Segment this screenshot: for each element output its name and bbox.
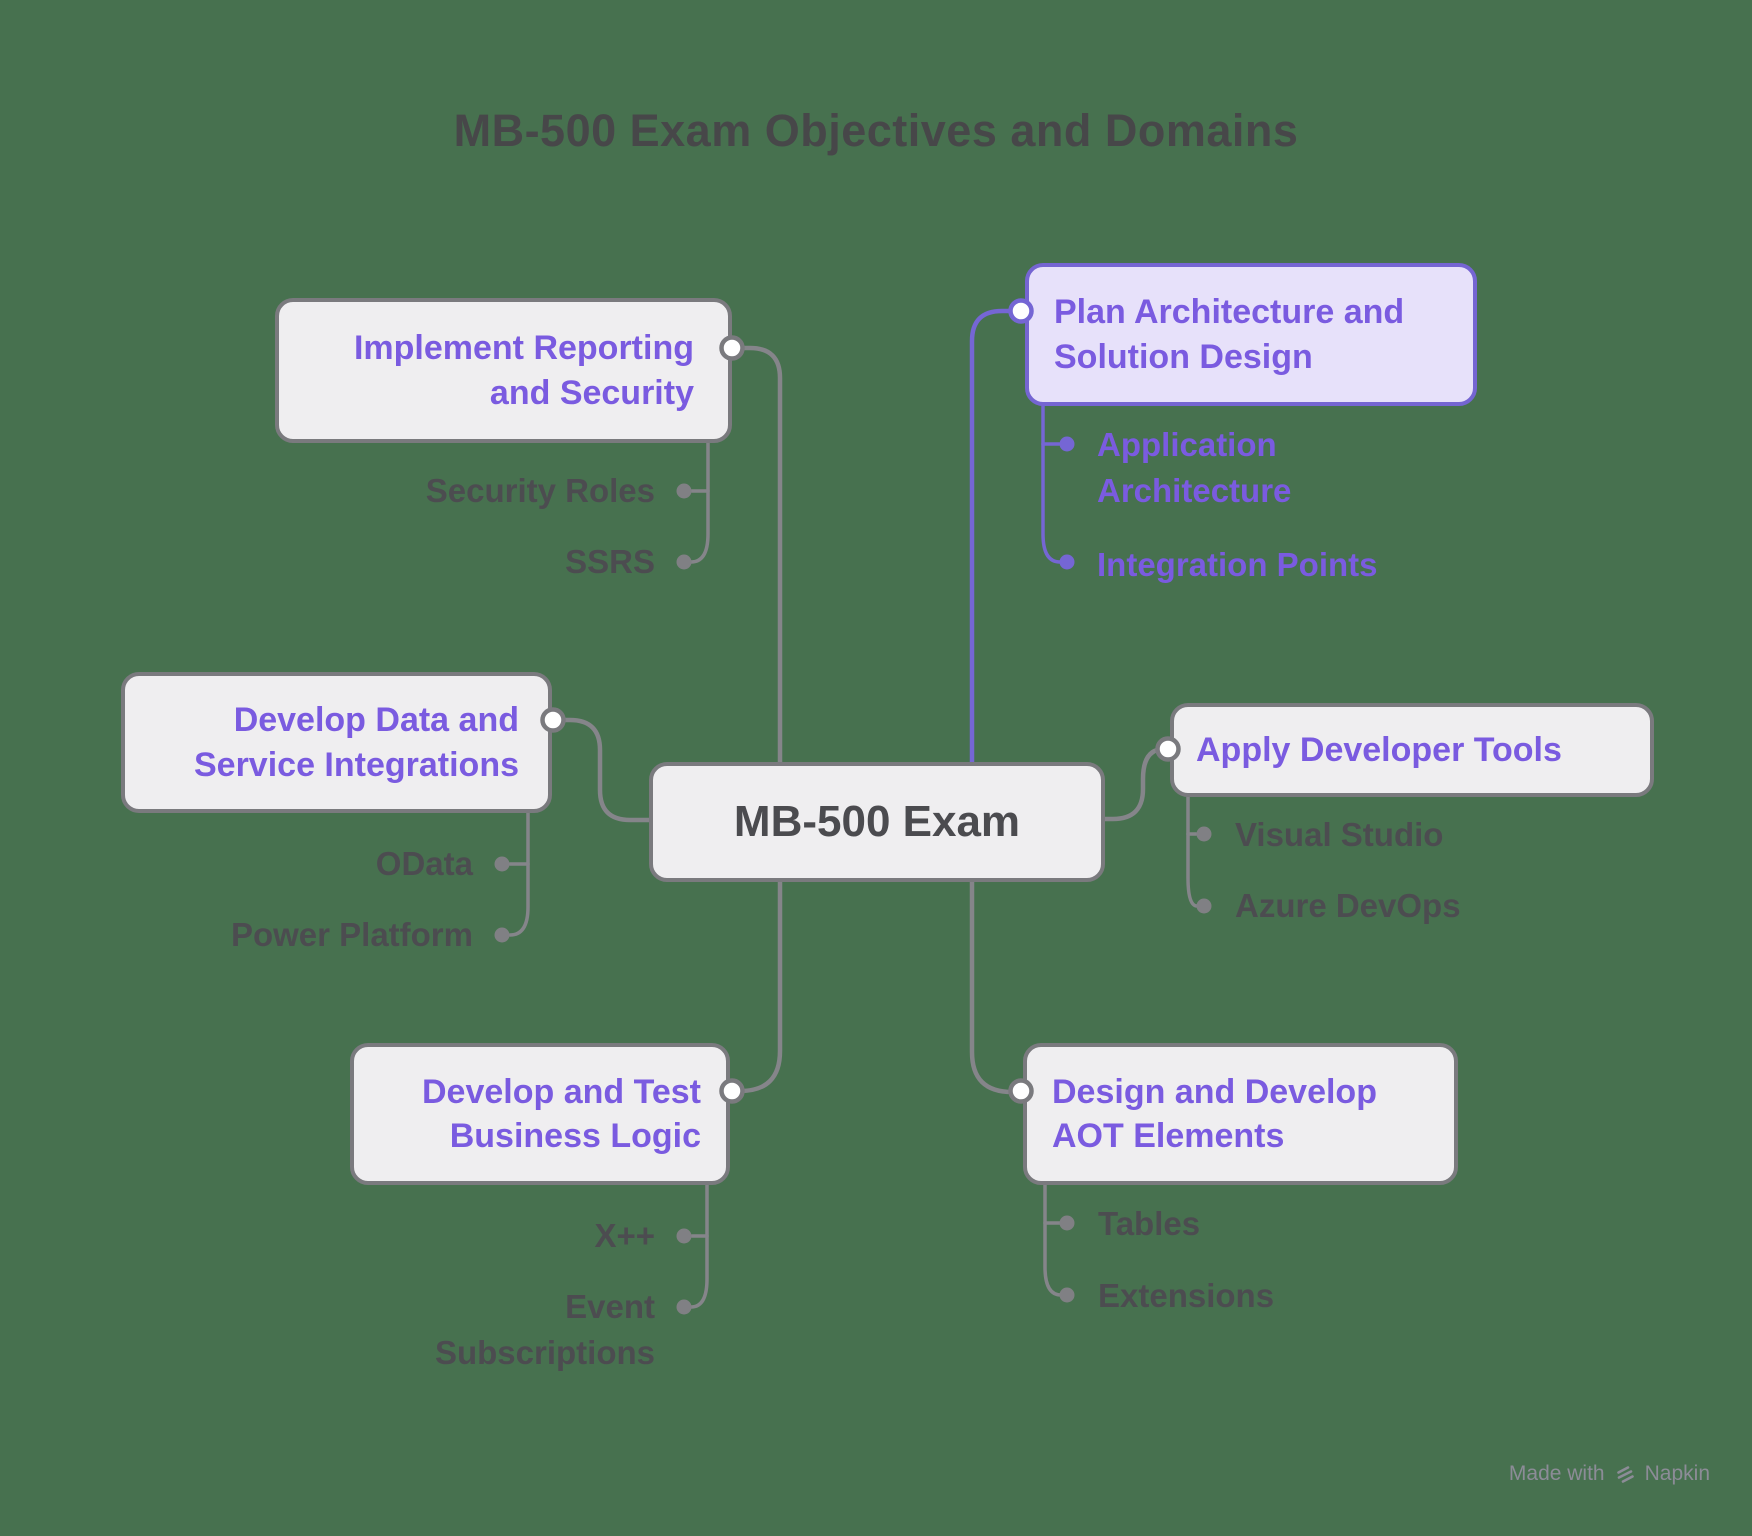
branch-line-design-aot — [969, 879, 1019, 1095]
diagram-title: MB-500 Exam Objectives and Domains — [453, 105, 1299, 156]
napkin-logo-icon — [1616, 1466, 1634, 1483]
child-integration-points[interactable]: Integration Points — [1097, 545, 1378, 583]
branch-line-develop-data — [554, 717, 652, 823]
child-line-integration-points — [1041, 404, 1062, 564]
node-design-aot[interactable]: Design and Develop AOT Elements — [1023, 1043, 1458, 1185]
child-dot-purple — [1059, 436, 1075, 452]
child-line-extensions — [1043, 1183, 1063, 1297]
child-event-subscriptions[interactable]: Event Subscriptions — [434, 1287, 655, 1371]
node-central-label: MB-500 Exam — [733, 797, 1021, 847]
node-develop-test[interactable]: Develop and Test Business Logic — [350, 1043, 730, 1185]
child-dot — [1059, 1215, 1075, 1231]
watermark-brand[interactable]: Napkin — [1644, 1462, 1710, 1485]
node-apply-developer-tools-label: Apply Developer Tools — [1196, 730, 1562, 769]
node-design-aot-label: Design and Develop AOT Elements — [1052, 1072, 1377, 1155]
node-develop-data-label: Develop Data and Service Integrations — [193, 701, 519, 784]
napkin-watermark: Made with Napkin — [1509, 1462, 1710, 1486]
child-security-roles[interactable]: Security Roles — [425, 471, 655, 509]
branch-line-implement-reporting — [733, 345, 783, 765]
child-dot-purple — [1059, 554, 1075, 570]
branch-line-plan-architecture — [969, 308, 1020, 765]
branch-line-develop-test — [733, 879, 783, 1094]
watermark-prefix: Made with — [1508, 1462, 1605, 1485]
child-odata[interactable]: OData — [375, 844, 473, 882]
node-central[interactable]: MB-500 Exam — [649, 762, 1105, 882]
child-visual-studio[interactable]: Visual Studio — [1235, 815, 1444, 853]
child-line-ssrs — [689, 441, 710, 564]
child-dot — [1196, 826, 1212, 842]
node-implement-reporting-label: Implement Reporting and Security — [353, 329, 694, 412]
child-dot — [676, 483, 692, 499]
node-develop-data[interactable]: Develop Data and Service Integrations — [121, 672, 552, 813]
child-xpp[interactable]: X++ — [594, 1216, 655, 1254]
child-power-platform[interactable]: Power Platform — [230, 915, 473, 953]
child-ssrs[interactable]: SSRS — [565, 542, 655, 580]
child-dot — [494, 927, 510, 943]
node-implement-reporting[interactable]: Implement Reporting and Security — [275, 298, 732, 443]
child-dot — [676, 1299, 692, 1315]
child-dot — [676, 554, 692, 570]
child-application-architecture[interactable]: Application Architecture — [1097, 425, 1292, 509]
node-plan-architecture[interactable]: Plan Architecture and Solution Design — [1025, 263, 1477, 406]
child-tables[interactable]: Tables — [1098, 1204, 1201, 1242]
node-develop-test-label: Develop and Test Business Logic — [422, 1072, 701, 1155]
child-extensions[interactable]: Extensions — [1098, 1276, 1275, 1314]
child-dot — [494, 856, 510, 872]
child-line-power-platform — [508, 811, 530, 937]
child-dot — [1059, 1287, 1075, 1303]
child-dot — [1196, 898, 1212, 914]
branch-line-apply-developer-tools — [1102, 746, 1167, 822]
node-plan-architecture-label: Plan Architecture and Solution Design — [1054, 293, 1405, 376]
child-line-event-subscriptions — [689, 1183, 709, 1309]
node-apply-developer-tools[interactable]: Apply Developer Tools — [1170, 703, 1654, 797]
child-dot — [676, 1228, 692, 1244]
child-azure-devops[interactable]: Azure DevOps — [1235, 886, 1461, 924]
child-line-azure-devops — [1186, 795, 1199, 908]
